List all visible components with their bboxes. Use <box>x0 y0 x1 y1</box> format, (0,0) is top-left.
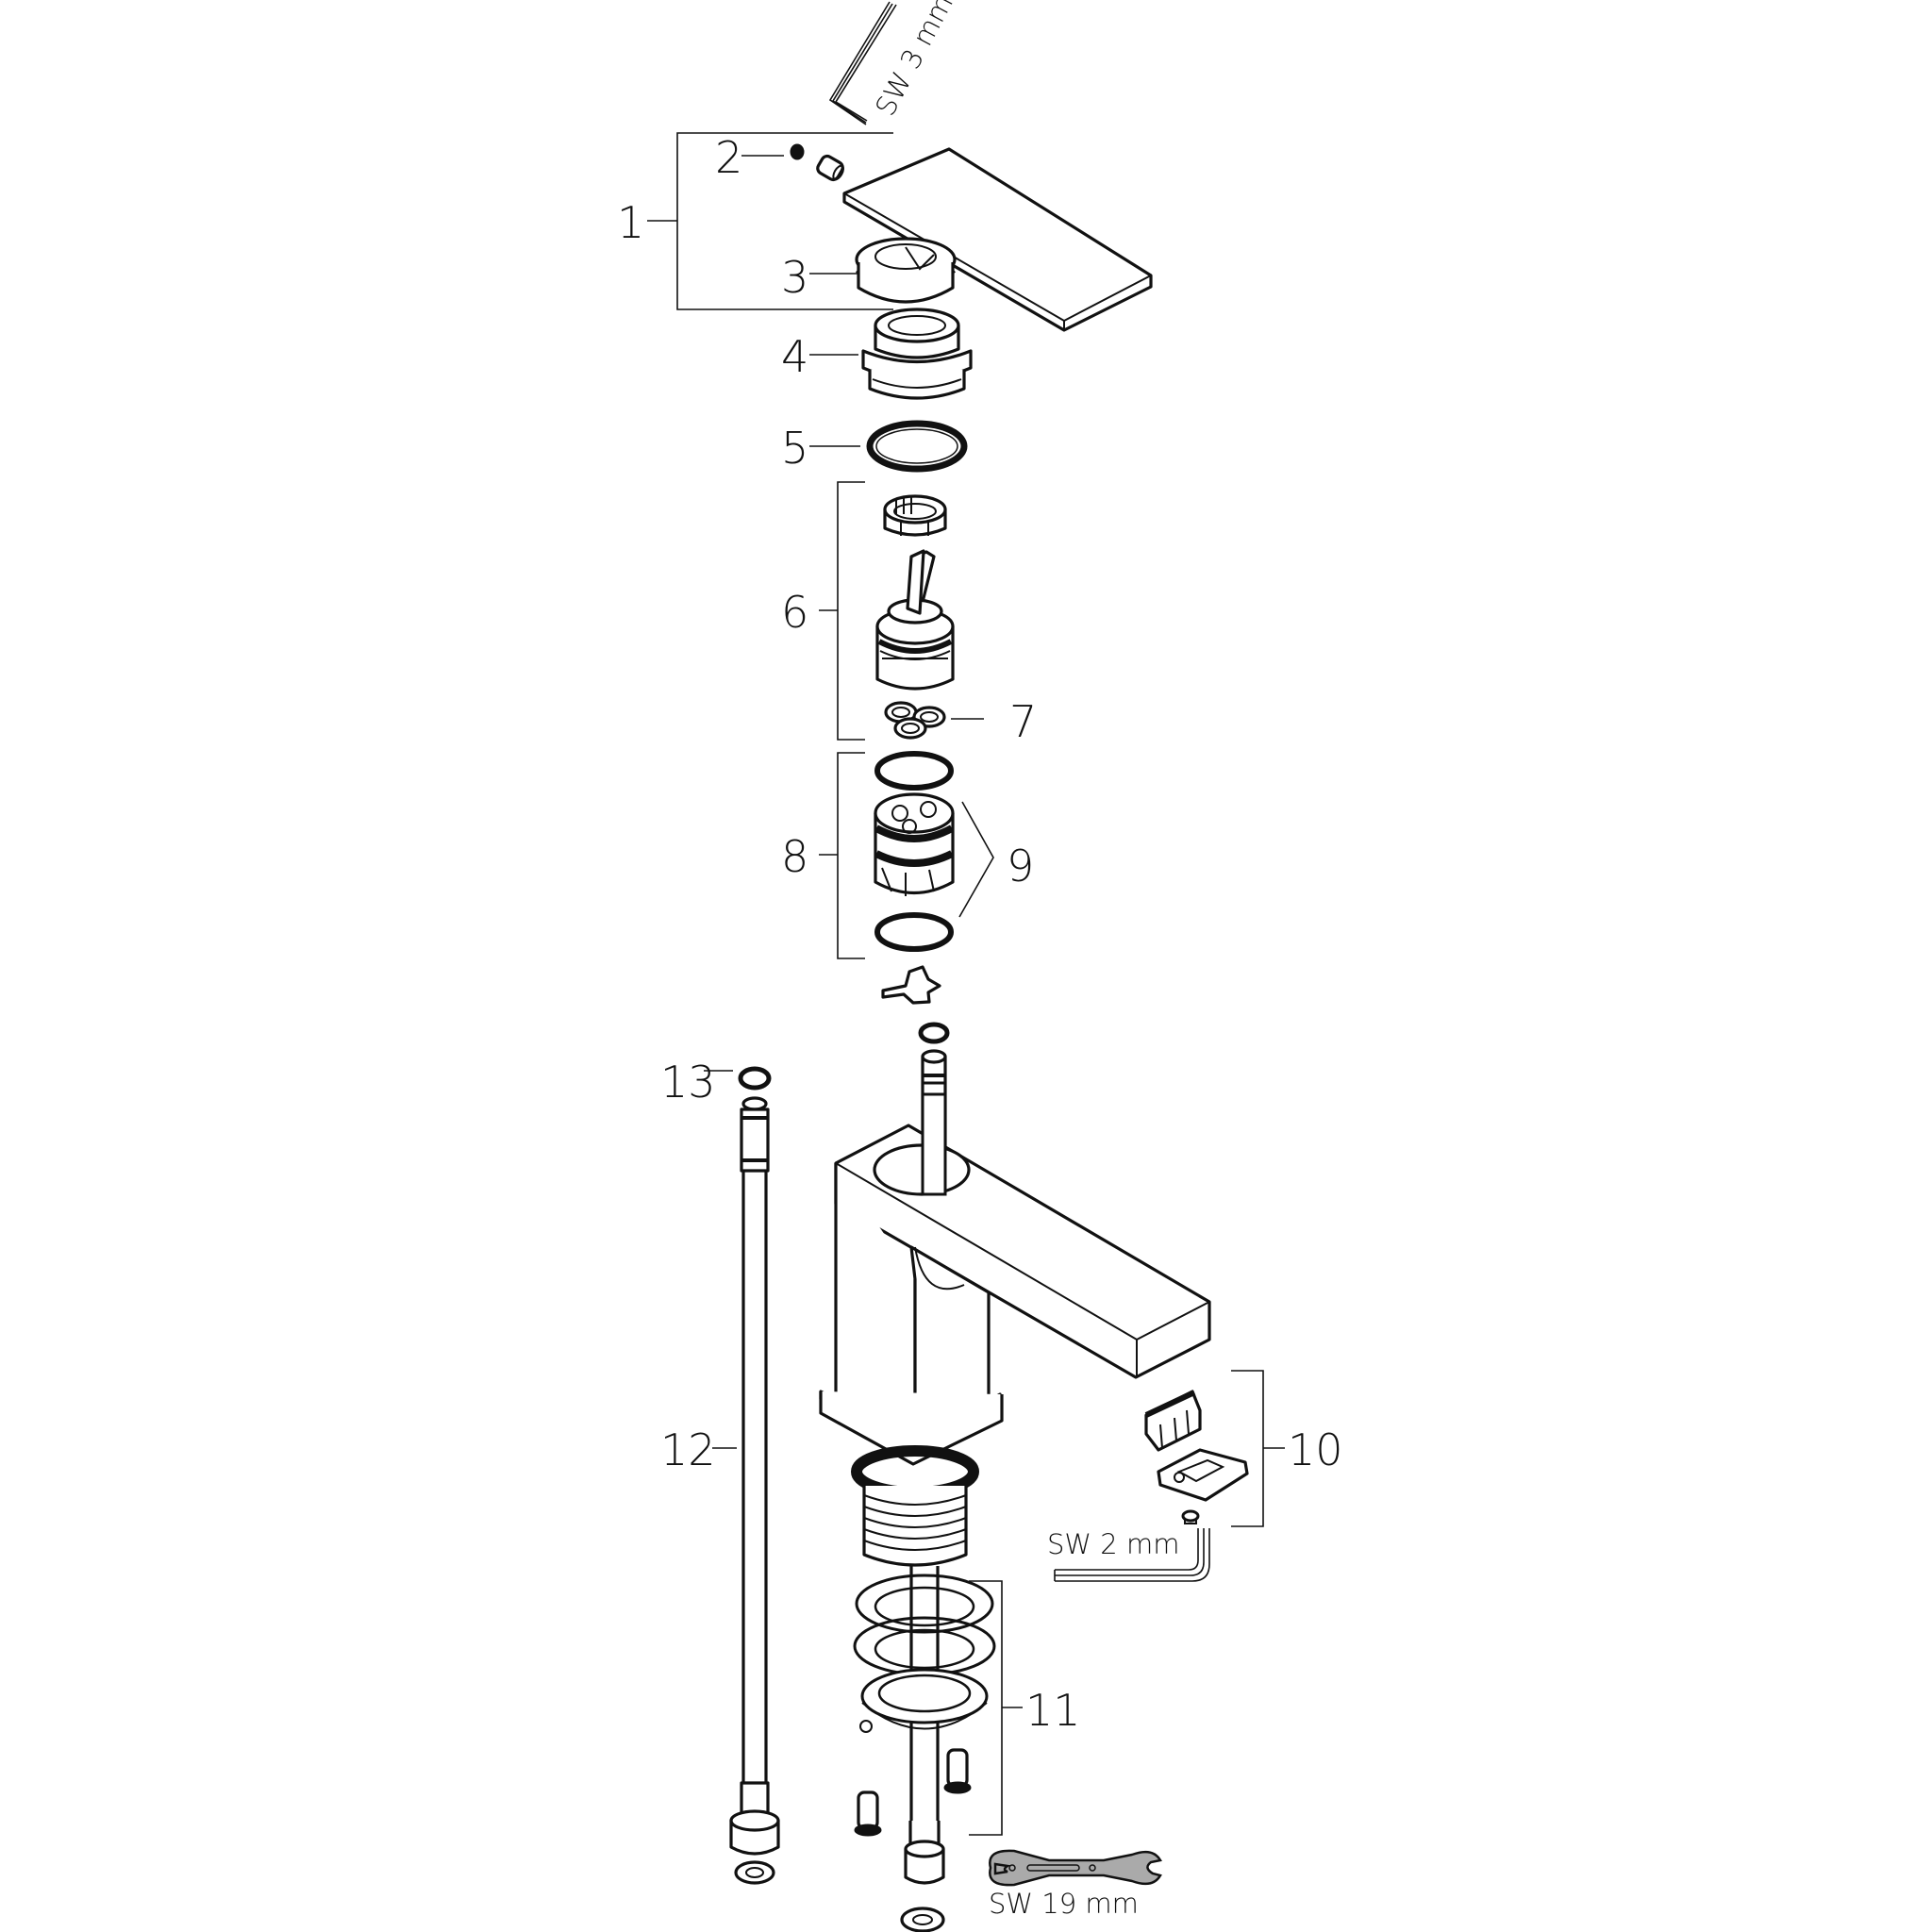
aerator-icon <box>1144 1390 1202 1452</box>
hex-key-sw2-icon <box>1054 1528 1210 1582</box>
bracket-1 <box>647 132 893 310</box>
supply-hose-icon <box>729 1096 780 1885</box>
o-ring-8-bottom-icon <box>874 912 954 952</box>
callout-3: 3 <box>781 252 808 303</box>
mounting-set-icon <box>853 1566 996 1932</box>
stem-seal-icon <box>918 1022 950 1044</box>
hose-seal-icon <box>738 1066 772 1091</box>
callout-5: 5 <box>781 423 808 474</box>
callout-9: 9 <box>1007 841 1034 891</box>
callout-4: 4 <box>781 331 808 382</box>
bracket-9 <box>958 801 994 918</box>
cartridge-icon <box>875 549 955 691</box>
grub-screw-icon <box>790 143 844 182</box>
tool-label-sw2: SW 2 mm <box>1047 1528 1179 1560</box>
lever-handle-icon <box>842 147 1153 332</box>
cartridge-ring-icon <box>883 494 947 537</box>
callout-12: 12 <box>660 1424 716 1475</box>
bracket-8 <box>819 752 865 959</box>
callout-7: 7 <box>1009 696 1037 747</box>
callout-11: 11 <box>1025 1685 1081 1736</box>
callout-2: 2 <box>715 132 742 183</box>
aerator-holder-icon <box>1157 1448 1249 1502</box>
bracket-10 <box>1231 1370 1285 1527</box>
bracket-11 <box>969 1580 1023 1836</box>
insert-icon <box>874 792 955 896</box>
o-ring-5-icon <box>866 420 968 473</box>
faucet-body-icon <box>819 1049 1211 1567</box>
tool-label-sw19: SW 19 mm <box>989 1888 1139 1920</box>
callout-13: 13 <box>660 1057 716 1108</box>
tool-label-sw3: SW 3 mm <box>869 0 959 121</box>
handle-adapter-icon <box>855 237 957 304</box>
o-ring-8-top-icon <box>874 751 954 791</box>
aerator-screw-icon <box>1181 1509 1200 1524</box>
callout-10: 10 <box>1288 1424 1343 1475</box>
wrench-sw19-icon <box>989 1849 1162 1887</box>
hex-key-sw3-icon <box>828 1 897 125</box>
cartridge-nut-icon <box>861 308 973 400</box>
callout-6: 6 <box>781 587 808 638</box>
callout-1: 1 <box>617 197 644 248</box>
retaining-clip-icon <box>881 965 941 1005</box>
cartridge-seals-icon <box>884 701 946 740</box>
callout-8: 8 <box>781 831 808 882</box>
bracket-6 <box>819 481 865 741</box>
